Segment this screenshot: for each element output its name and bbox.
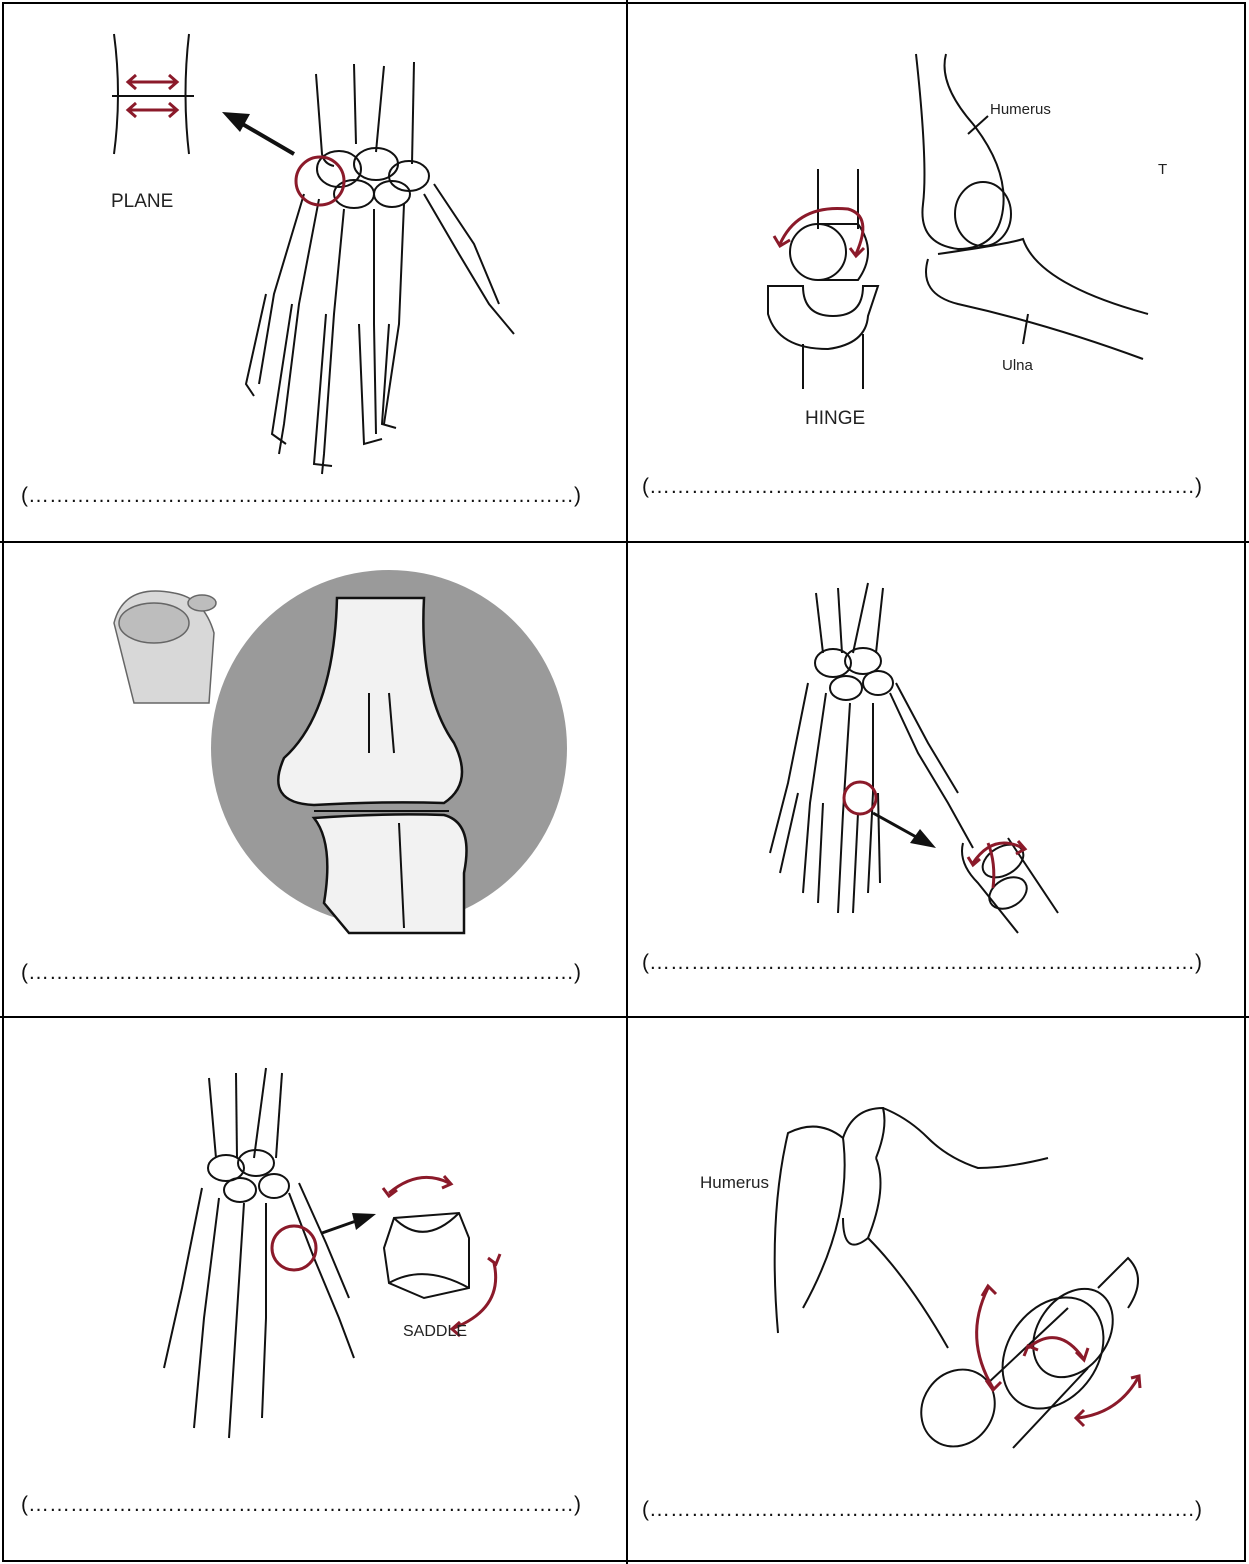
answer-blank-2[interactable]: (……………………………………………………………………) xyxy=(642,475,1202,499)
plane-label: PLANE xyxy=(111,191,173,212)
saddle-joint-illustration: SADDLE xyxy=(4,1018,626,1560)
cell-hinge-joint: Humerus Ulna T HINGE (………………………………………………… xyxy=(628,4,1245,541)
answer-blank-6[interactable]: (……………………………………………………………………) xyxy=(642,1498,1202,1522)
ball-socket-illustration: Humerus xyxy=(628,1018,1245,1560)
cell-ellipsoid-joint: (……………………………………………………………………) xyxy=(628,543,1245,1016)
hinge-label: HINGE xyxy=(805,408,865,429)
t-mark: T xyxy=(1158,161,1167,178)
answer-blank-5[interactable]: (……………………………………………………………………) xyxy=(21,1493,581,1517)
cell-knee-joint: (……………………………………………………………………) xyxy=(4,543,626,1016)
hinge-joint-illustration: Humerus Ulna T HINGE xyxy=(628,4,1245,541)
answer-blank-1[interactable]: (……………………………………………………………………) xyxy=(21,484,581,508)
humerus-label: Humerus xyxy=(700,1173,769,1192)
answer-blank-3[interactable]: (……………………………………………………………………) xyxy=(21,961,581,985)
cell-saddle-joint: SADDLE (……………………………………………………………………) xyxy=(4,1018,626,1560)
knee-joint-illustration xyxy=(4,543,626,1016)
ulna-label: Ulna xyxy=(1002,357,1034,374)
saddle-label: SADDLE xyxy=(403,1323,467,1340)
answer-blank-4[interactable]: (……………………………………………………………………) xyxy=(642,951,1202,975)
ellipsoid-joint-illustration xyxy=(628,543,1245,1016)
humerus-label: Humerus xyxy=(990,101,1051,118)
cell-ball-socket-joint: Humerus (……………………………………………………………………) xyxy=(628,1018,1245,1560)
plane-joint-illustration: PLANE xyxy=(4,4,626,541)
cell-plane-joint: PLANE (……………………………………………………………………) xyxy=(4,4,626,541)
